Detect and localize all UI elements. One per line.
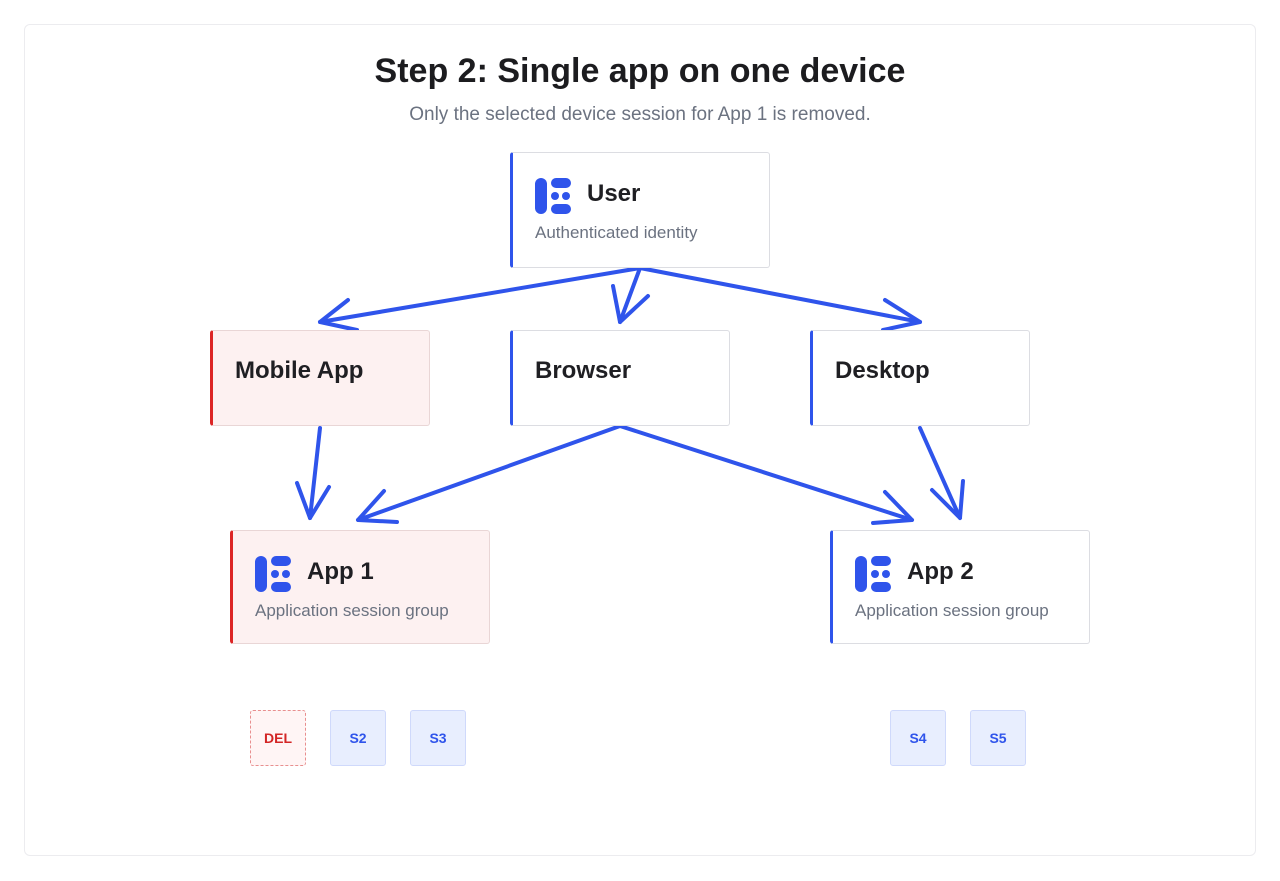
arrowhead-browser-to-app2 <box>871 490 914 525</box>
node-app1: App 1 Application session group <box>230 530 490 644</box>
arrow-browser-to-app2 <box>618 424 914 522</box>
node-mobile-app-label: Mobile App <box>235 357 364 384</box>
node-user: User Authenticated identity <box>510 152 770 268</box>
node-user-label: User <box>587 180 641 207</box>
app-grid-icon <box>255 556 291 592</box>
arrowhead-browser-to-app1 <box>356 489 399 524</box>
session-chip-deleted: DEL <box>250 710 306 766</box>
node-app2-sub: Application session group <box>855 601 1049 620</box>
arrow-mobile-to-app1 <box>308 426 322 520</box>
arrow-user-to-desktop <box>638 266 922 324</box>
app-grid-icon <box>535 178 571 214</box>
session-chip: S3 <box>410 710 466 766</box>
node-desktop-label: Desktop <box>835 357 930 384</box>
node-desktop: Desktop <box>810 330 1030 426</box>
app-grid-icon <box>855 556 891 592</box>
node-browser-label: Browser <box>535 357 632 384</box>
arrowhead-user-to-desktop <box>881 298 922 332</box>
arrow-browser-to-app1 <box>356 424 622 522</box>
arrow-desktop-to-app2 <box>918 426 962 520</box>
arrowhead-desktop-to-app2 <box>930 479 965 520</box>
arrow-user-to-mobile <box>318 266 642 324</box>
node-app1-label: App 1 <box>307 558 374 585</box>
arrowhead-mobile-to-app1 <box>295 481 331 520</box>
session-chip: S2 <box>330 710 386 766</box>
session-chip: S5 <box>970 710 1026 766</box>
node-app2: App 2 Application session group <box>830 530 1090 644</box>
arrow-user-to-browser <box>618 266 642 324</box>
node-app2-label: App 2 <box>907 558 974 585</box>
arrowhead-user-to-browser <box>611 284 650 324</box>
node-user-sub: Authenticated identity <box>535 223 698 242</box>
diagram-subtitle: Only the selected device session for App… <box>409 104 871 125</box>
node-app1-sub: Application session group <box>255 601 449 620</box>
node-mobile-app: Mobile App <box>210 330 430 426</box>
node-browser: Browser <box>510 330 730 426</box>
diagram-title: Step 2: Single app on one device <box>374 52 906 90</box>
session-chip: S4 <box>890 710 946 766</box>
arrowhead-user-to-mobile <box>318 298 359 332</box>
